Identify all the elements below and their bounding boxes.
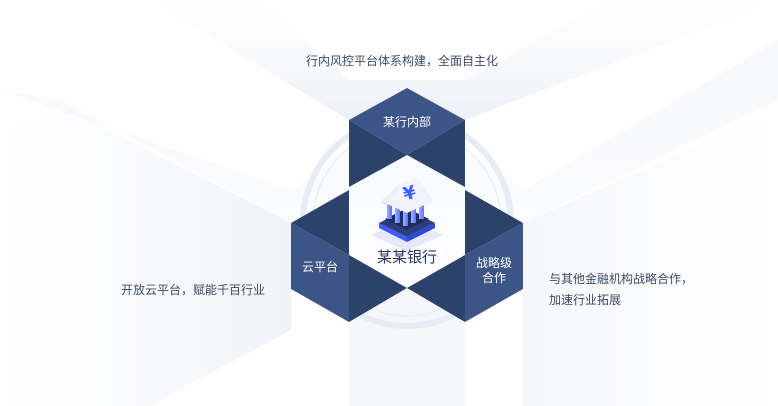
hex-top-label: 某行内部 xyxy=(382,115,431,129)
hex-left-label: 云平台 xyxy=(301,260,338,274)
hex-left[interactable] xyxy=(291,190,407,322)
center-title: 某某银行 xyxy=(376,248,437,266)
hex-right-label-line1: 战略级 xyxy=(475,256,512,270)
right-description-line1: 与其他金融机构战略合作， xyxy=(549,272,694,286)
hex-right-label-line2: 合作 xyxy=(481,271,506,285)
top-description: 行内风控平台体系构建，全面自主化 xyxy=(306,54,499,68)
right-description-line2: 加速行业拓展 xyxy=(549,293,622,307)
svg-text:¥: ¥ xyxy=(401,182,419,206)
hex-top[interactable] xyxy=(349,88,465,187)
left-description: 开放云平台，赋能千百行业 xyxy=(121,283,266,297)
hex-right[interactable] xyxy=(407,190,523,322)
bank-building-icon: ¥ xyxy=(371,177,443,251)
